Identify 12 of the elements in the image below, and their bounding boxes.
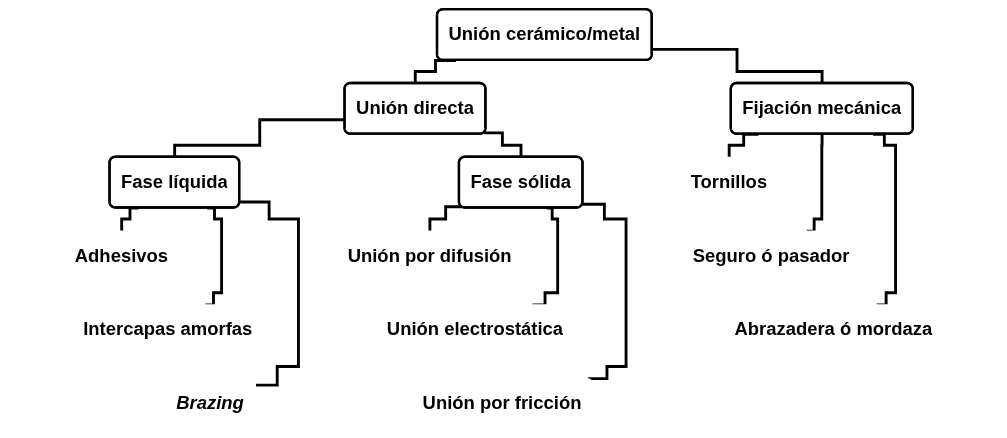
node-text: Unión electrostática (386, 319, 564, 339)
node-text: Seguro ó pasador (692, 245, 850, 266)
node-text: Abrazadera ó mordaza (734, 319, 933, 339)
node-text: Intercapas amorfas (83, 319, 253, 339)
node-text: Tornillos (690, 171, 768, 192)
node-text: Brazing (176, 393, 244, 413)
connector (428, 205, 462, 233)
node-text: Unión por difusión (347, 245, 512, 266)
node-text: Adhesivos (74, 245, 169, 266)
connector (239, 200, 300, 387)
node-text: Unión por fricción (422, 393, 582, 413)
connector (582, 202, 628, 381)
